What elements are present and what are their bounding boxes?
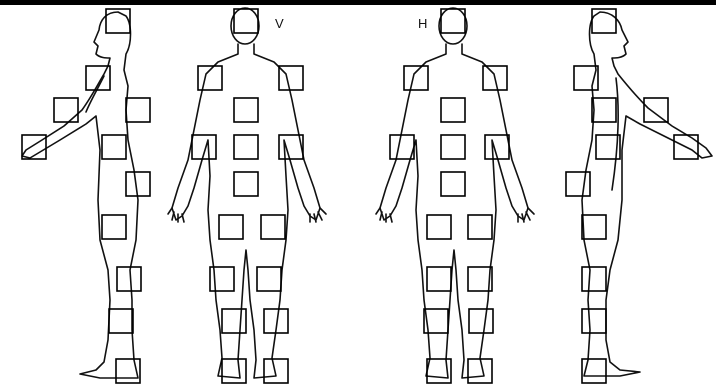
marker-box[interactable] bbox=[427, 215, 451, 239]
front-view-label: V bbox=[275, 16, 284, 31]
marker-box[interactable] bbox=[126, 98, 150, 122]
marker-box[interactable] bbox=[592, 98, 616, 122]
marker-box[interactable] bbox=[566, 172, 590, 196]
marker-box[interactable] bbox=[264, 359, 288, 383]
figure-side-left-arm-line bbox=[86, 76, 104, 112]
figure-back-head bbox=[439, 8, 467, 44]
marker-box[interactable] bbox=[257, 267, 281, 291]
marker-box[interactable] bbox=[404, 66, 428, 90]
figure-side-right-outline bbox=[582, 12, 712, 376]
figure-side-right-spine-line bbox=[612, 78, 618, 190]
marker-box[interactable] bbox=[582, 267, 606, 291]
marker-box[interactable] bbox=[582, 309, 606, 333]
figure-front-head bbox=[231, 8, 259, 44]
figure-side-left bbox=[22, 12, 138, 378]
marker-box[interactable] bbox=[54, 98, 78, 122]
marker-box[interactable] bbox=[427, 267, 451, 291]
marker-box[interactable] bbox=[582, 215, 606, 239]
marker-box[interactable] bbox=[126, 172, 150, 196]
marker-box[interactable] bbox=[234, 172, 258, 196]
figure-side-left-outline bbox=[22, 12, 138, 378]
marker-box[interactable] bbox=[219, 215, 243, 239]
marker-box[interactable] bbox=[222, 359, 246, 383]
marker-box[interactable] bbox=[441, 172, 465, 196]
marker-box[interactable] bbox=[261, 215, 285, 239]
marker-box[interactable] bbox=[468, 215, 492, 239]
marker-box[interactable] bbox=[390, 135, 414, 159]
marker-box[interactable] bbox=[117, 267, 141, 291]
marker-boxes bbox=[22, 9, 698, 383]
marker-box[interactable] bbox=[102, 215, 126, 239]
marker-box[interactable] bbox=[222, 309, 246, 333]
back-view-label: H bbox=[418, 16, 427, 31]
marker-box[interactable] bbox=[469, 309, 493, 333]
marker-box[interactable] bbox=[441, 98, 465, 122]
marker-box[interactable] bbox=[234, 98, 258, 122]
marker-box[interactable] bbox=[109, 309, 133, 333]
figure-back: H bbox=[376, 8, 534, 378]
marker-box[interactable] bbox=[644, 98, 668, 122]
figure-front: V bbox=[168, 8, 326, 378]
marker-box[interactable] bbox=[102, 135, 126, 159]
figure-side-right bbox=[582, 12, 712, 376]
figure-back-outline bbox=[380, 44, 528, 378]
marker-box[interactable] bbox=[234, 135, 258, 159]
marker-box[interactable] bbox=[468, 359, 492, 383]
marker-box[interactable] bbox=[441, 135, 465, 159]
